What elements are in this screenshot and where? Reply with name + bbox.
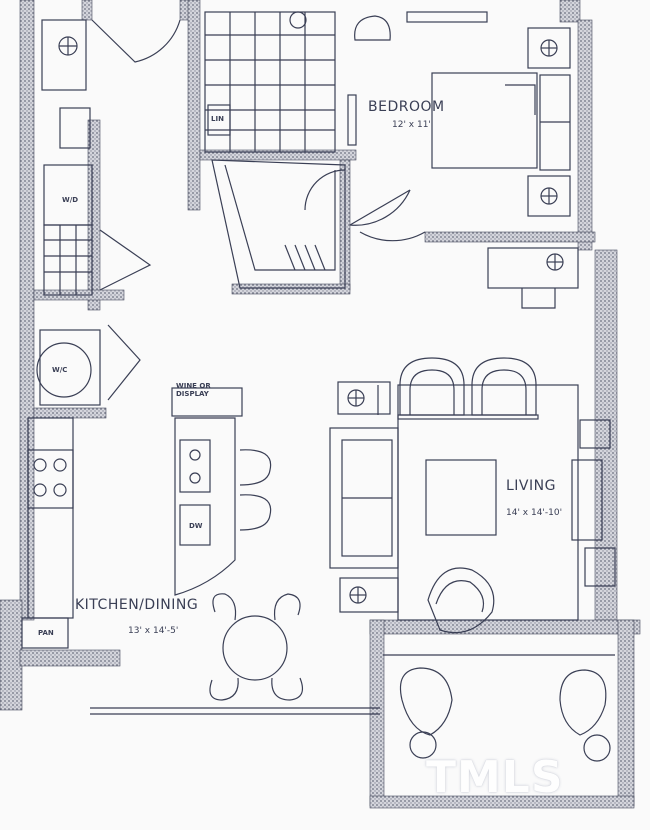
bedroom-dims: 12' x 11' <box>392 120 431 130</box>
shower <box>204 11 336 153</box>
balcony-chair <box>399 667 453 736</box>
wall-balcony-top <box>369 619 641 635</box>
side-table <box>339 577 399 613</box>
dining-chair <box>209 677 239 701</box>
kitchen-island <box>174 417 236 596</box>
linen-label: LIN <box>211 115 224 123</box>
desk <box>487 247 579 289</box>
wall-laundry-right <box>87 119 101 311</box>
wall-left <box>19 0 35 621</box>
wic-round <box>36 342 92 398</box>
armchair <box>471 357 537 416</box>
walls <box>0 0 641 809</box>
wall-closet-bottom <box>231 283 351 295</box>
washer-dryer-label: W/D <box>62 196 79 204</box>
pantry-label: PAN <box>38 629 54 637</box>
dishwasher-label: DW <box>189 522 203 530</box>
chair-icon <box>354 15 391 41</box>
dining-table <box>222 615 288 681</box>
nightstand-bottom <box>527 175 571 217</box>
wall-balcony-left <box>369 619 385 807</box>
wall-bath-left <box>187 0 201 211</box>
kitchen-counter <box>27 417 74 619</box>
bed <box>431 72 538 169</box>
balcony-chair <box>559 669 607 736</box>
bar-stool <box>239 494 272 531</box>
living-label: LIVING <box>506 478 556 494</box>
bar-stool <box>239 449 272 486</box>
lounge-chair <box>427 567 495 634</box>
dining-chair <box>271 677 303 701</box>
media-console <box>571 459 603 541</box>
wine-display <box>171 387 243 417</box>
dining-chair <box>212 593 237 621</box>
tmls-watermark: TMLS <box>426 752 564 803</box>
washer-dryer <box>43 164 93 226</box>
wall-balcony-bottom <box>369 795 635 809</box>
sink-icon <box>289 11 307 29</box>
wall-balcony-right <box>617 619 635 807</box>
nightstand-top <box>527 27 571 69</box>
wall-kitchen-bottom <box>19 649 121 667</box>
wall-right <box>577 19 593 251</box>
entry-door <box>91 19 181 63</box>
wine-display-label: WINE OR DISPLAY <box>176 382 211 398</box>
kitchen-label: KITCHEN/DINING <box>75 597 199 613</box>
entry-closet <box>41 19 87 91</box>
wall-right-lower <box>594 249 618 621</box>
armchair <box>399 357 465 416</box>
wall-bath-bottom <box>199 149 357 161</box>
wall-top-left <box>81 0 93 21</box>
kitchen-dims: 13' x 14'-5' <box>128 626 179 636</box>
living-dims: 14' x 14'-10' <box>506 508 563 518</box>
wall-wic-bottom <box>33 407 107 419</box>
bedroom-label: BEDROOM <box>368 99 445 115</box>
side-table <box>337 381 391 415</box>
wic-label: W/C <box>52 366 68 374</box>
wall-top-right <box>559 0 581 23</box>
coffee-table <box>425 459 497 536</box>
dining-chair <box>273 593 301 621</box>
wall-left-lower <box>0 599 23 711</box>
walk-in-closet <box>211 159 346 289</box>
wall-bedroom-bottom <box>424 231 596 243</box>
